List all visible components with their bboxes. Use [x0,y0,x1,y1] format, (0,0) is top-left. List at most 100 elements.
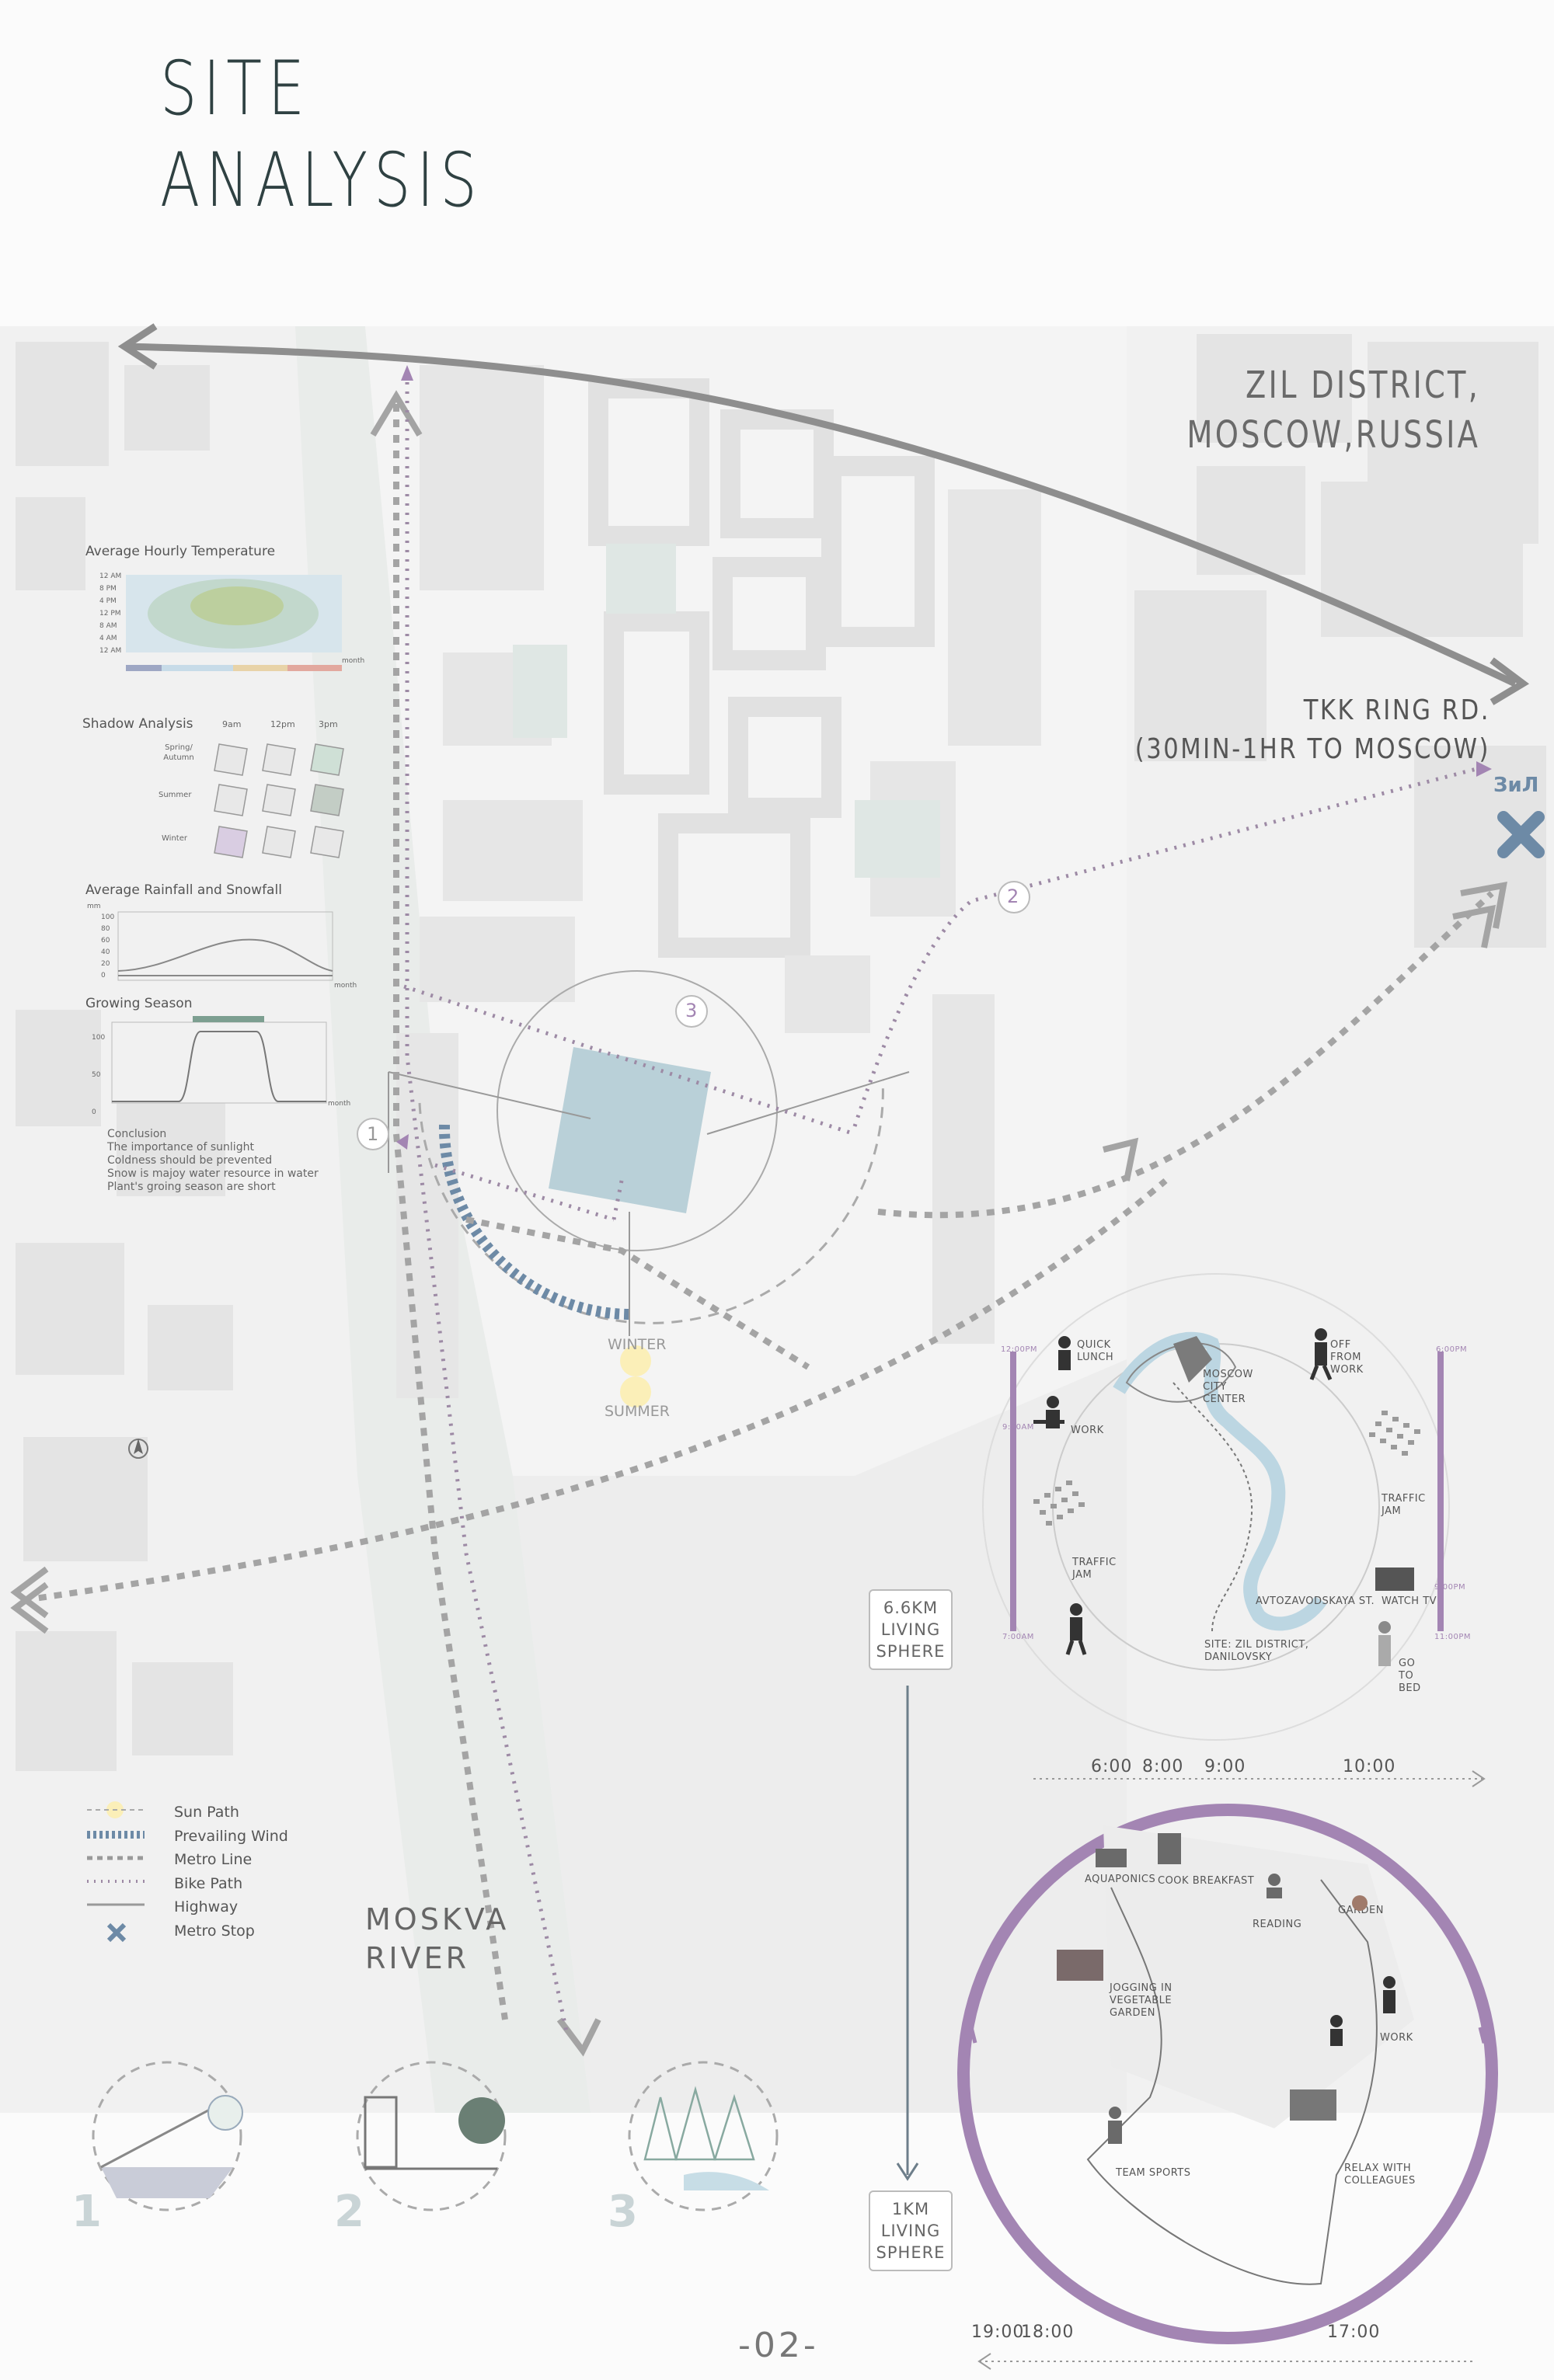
legend-highway: Highway [174,1898,239,1915]
daily-time-bottom: 19:00 [971,2323,1025,2342]
daily-time-top: 6:00 [1091,1757,1133,1776]
sphere-6km-line3: SPHERE [876,1642,946,1661]
ring-road-line2: (30MIN-1HR TO MOSCOW) [1134,733,1490,765]
page-title-line2: ANALYSIS [160,137,483,224]
marker-2: 2 [1007,886,1019,907]
daily-time-top: 8:00 [1142,1757,1184,1776]
tick: 0 [92,1108,96,1116]
marker-1: 1 [367,1123,379,1145]
river-line1: MOSKVA [365,1902,510,1936]
daily-time-top: 9:00 [1204,1757,1246,1776]
page-number: -02- [738,2326,819,2365]
metro-stop-label: ЗиЛ [1493,774,1539,797]
sphere-1km-line1: 1KM [891,2200,930,2218]
sphere-1km-line2: LIVING [880,2222,941,2240]
rainfall-xunit: month [334,982,357,990]
marker-3: 3 [685,1000,698,1021]
commute-time: 12:00PM [1001,1345,1037,1354]
daily-activity-work: WORK [1380,2032,1413,2044]
commute-activity: TRAFFIC JAM [1072,1557,1117,1581]
rainfall-yticks: 100 80 60 40 20 0 [101,912,114,982]
ring-road-line1: TKK RING RD. [1303,694,1490,726]
sun-winter-label: WINTER [608,1336,667,1353]
location-line2: MOSCOW,RUSSIA [1186,413,1480,457]
daily-activity-aquaponics: AQUAPONICS [1085,1874,1156,1885]
tick: 80 [101,925,110,933]
section-number-3: 3 [608,2187,638,2237]
shadow-time-3pm: 3pm [319,719,338,729]
legend-bike-path: Bike Path [174,1874,243,1892]
conclusion-line: Snow is majoy water resource in water [107,1167,319,1180]
temperature-title: Average Hourly Temperature [85,544,276,559]
rainfall-title: Average Rainfall and Snowfall [85,882,282,898]
sphere-6km-box: 6.6KM LIVING SPHERE [869,1589,953,1670]
commute-time: 9:00AM [1002,1423,1034,1432]
location-line1: ZIL DISTRICT, [1245,364,1480,407]
commute-activity: WATCH TV [1382,1595,1437,1607]
daily-figures [1057,1833,1395,2144]
daily-activity-cook-breakfast: COOK BREAKFAST [1158,1875,1255,1887]
location-title: ZIL DISTRICT, MOSCOW,RUSSIA [1186,360,1480,460]
conclusion: Conclusion The importance of sunlight Co… [107,1128,319,1194]
page-title: SITE ANALYSIS [160,43,483,226]
tick: 12 AM [99,647,122,655]
commute-activity: GO TO BED [1399,1658,1421,1694]
tick: 100 [92,1034,106,1042]
conclusion-line: The importance of sunlight [107,1141,254,1153]
commute-activity: OFF FROM WORK [1330,1339,1364,1376]
commute-activity: QUICK LUNCH [1077,1339,1114,1363]
commute-place: MOSCOW CITY CENTER [1203,1369,1253,1405]
shadow-time-12pm: 12pm [270,719,295,729]
tick: 0 [101,972,106,979]
sphere-6km-line2: LIVING [880,1620,941,1639]
temperature-yticks: 12 AM 8 PM 4 PM 12 PM 8 AM 4 AM 12 AM [99,570,121,657]
tick: 60 [101,937,110,945]
commute-activity: WORK [1071,1425,1104,1436]
daily-time-bottom: 18:00 [1021,2323,1075,2342]
commute-time: 7:00AM [1002,1633,1034,1641]
sun-summer-label: SUMMER [605,1403,670,1420]
commute-figures [1033,1328,1420,1666]
commute-time: 11:00PM [1434,1633,1471,1641]
daily-time-top: 10:00 [1343,1757,1396,1776]
tick: 12 PM [99,610,121,618]
tick: 20 [101,960,110,968]
daily-activity-team-sports: TEAM SPORTS [1116,2167,1191,2179]
temperature-xunit: month [342,657,365,665]
river-label: MOSKVA RIVER [365,1900,509,1978]
shadow-season-summer: Summer [159,791,192,799]
commute-place: SITE: ZIL DISTRICT, DANILOVSKY [1204,1639,1309,1663]
commute-place: AVTOZAVODSKAYA ST. [1256,1595,1375,1607]
tick: 100 [101,913,115,921]
river-line2: RIVER [365,1941,470,1975]
tick: 4 AM [99,635,117,642]
daily-activity-reading: READING [1253,1919,1302,1930]
conclusion-line: Plant's groing season are short [107,1181,276,1193]
commute-activity: TRAFFIC JAM [1382,1493,1426,1517]
growing-xunit: month [328,1100,351,1108]
conclusion-line: Coldness should be prevented [107,1154,273,1167]
section-number-2: 2 [334,2187,364,2237]
shadow-season-winter: Winter [162,834,187,843]
tick: 8 AM [99,622,117,630]
rainfall-unit: mm [87,903,101,910]
daily-activity-jogging: JOGGING IN VEGETABLE GARDEN [1110,1982,1172,2019]
section-number-1: 1 [71,2187,102,2237]
page-title-line1: SITE [160,45,311,132]
growing-yticks: 100 50 0 [92,1019,105,1131]
legend-metro-line: Metro Line [174,1851,253,1868]
sphere-1km-box: 1KM LIVING SPHERE [869,2190,953,2271]
growing-title: Growing Season [85,996,193,1011]
commute-time: 6:00PM [1436,1345,1468,1354]
tick: 8 PM [99,585,117,593]
tick: 50 [92,1071,101,1079]
shadow-time-9am: 9am [222,719,242,729]
conclusion-title: Conclusion [107,1128,167,1140]
legend-prevailing-wind: Prevailing Wind [174,1827,288,1845]
legend: Sun Path Prevailing Wind Metro Line Bike… [174,1801,288,1943]
shadow-season-spring: Spring/ Autumn [163,743,194,762]
daily-time-bottom: 17:00 [1327,2323,1381,2342]
tick: 40 [101,948,110,956]
legend-sun-path: Sun Path [174,1804,239,1821]
